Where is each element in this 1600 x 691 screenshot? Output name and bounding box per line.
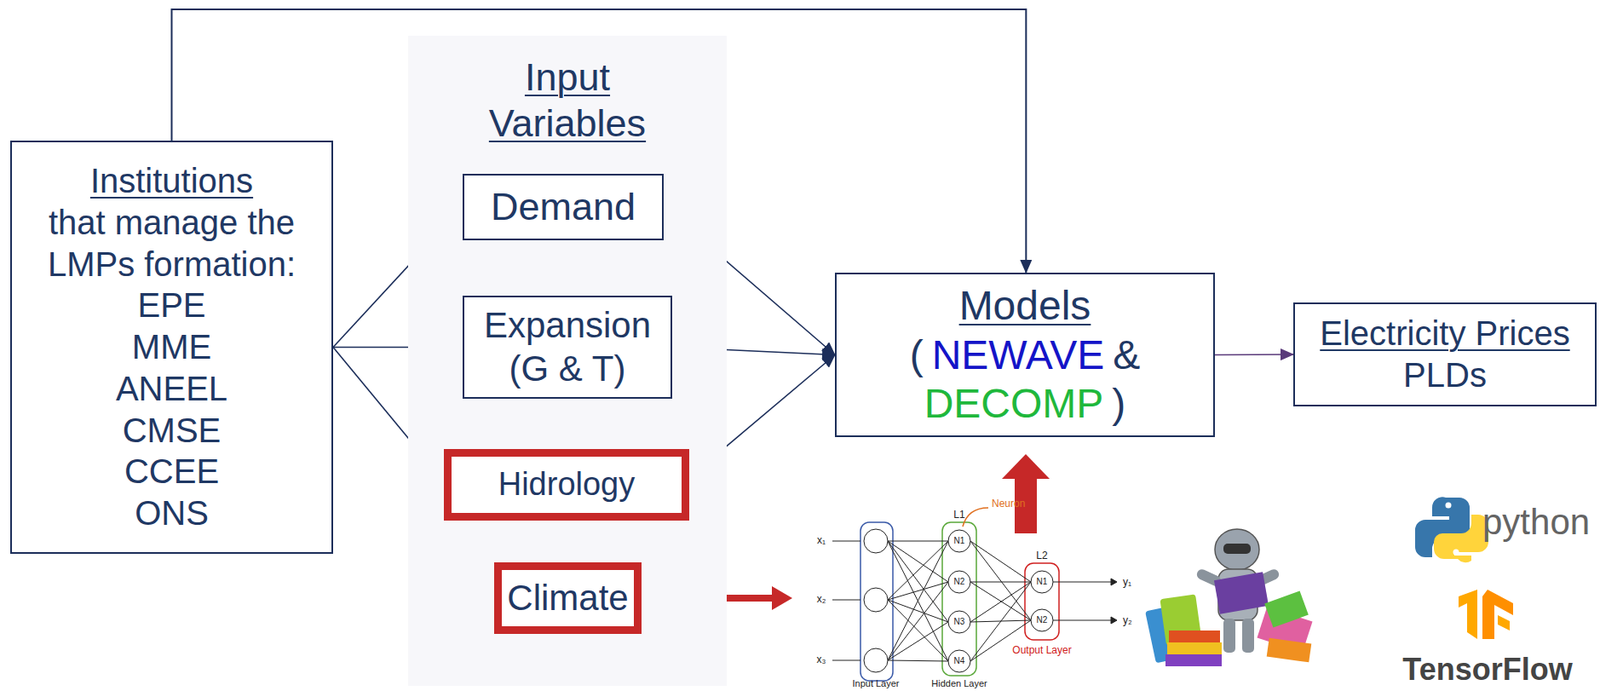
text-line: Hidrology: [498, 465, 636, 505]
text-line: CCEE: [124, 450, 219, 493]
connector-arrow: [1214, 353, 1294, 356]
illustration-label: Neuron: [991, 498, 1025, 509]
highlighted-box: Hidrology: [443, 448, 690, 521]
text-line: ANEEL: [115, 368, 228, 410]
node-text: (: [909, 332, 924, 378]
highlighted-box: Climate: [494, 562, 642, 634]
node-text: NEWAVE: [932, 332, 1106, 378]
text-line: (NEWAVE&: [909, 330, 1141, 380]
text-line: CMSE: [122, 409, 222, 452]
text-line: Institutions: [90, 160, 254, 202]
node-title: Models: [959, 282, 1092, 329]
illustration-label: python: [1482, 504, 1590, 541]
node-title: Electricity Prices: [1319, 314, 1570, 352]
node-text: EPE: [137, 286, 206, 324]
text-line: Demand: [490, 184, 636, 231]
model-box: Models(NEWAVE&DECOMP): [834, 272, 1215, 438]
node-text: ANEEL: [115, 369, 228, 408]
node-text: &: [1112, 332, 1140, 378]
illustration-label: Hidden Layer: [931, 679, 987, 689]
neural-network: [832, 507, 1117, 681]
illustration-label: y₁: [1122, 576, 1132, 588]
node-text: MME: [132, 328, 212, 366]
text-line: that manage the LMPs formation:: [20, 201, 323, 286]
illustration-label: x₁: [817, 535, 826, 546]
input-variables-group: Input VariablesDemandExpansion (G & T) Hi…: [408, 35, 727, 686]
illustration-label: y₂: [1122, 615, 1133, 626]
text-line: MME: [132, 326, 212, 369]
institutions-box: Institutionsthat manage the LMPs formati…: [10, 140, 334, 554]
node-text: CMSE: [122, 411, 222, 449]
node-text: DECOMP: [924, 380, 1105, 426]
text-line: EPE: [137, 284, 206, 327]
node-text: ONS: [134, 494, 209, 532]
illustration-label: N2: [1036, 615, 1048, 625]
illustration-label: x₃: [817, 654, 827, 665]
illustration-label: L1: [953, 509, 965, 520]
red-up-arrowhead: [1001, 454, 1050, 479]
node-title: Demand: [490, 184, 636, 229]
node-title: Institutions: [90, 161, 254, 200]
red-arrowhead: [771, 586, 793, 611]
illustration-label: x₂: [817, 593, 827, 605]
node-title: Input Variables: [489, 55, 646, 145]
node-title: Hidrology: [498, 466, 636, 502]
illustration-label: N3: [954, 617, 966, 627]
text-line: Input Variables: [465, 54, 670, 147]
illustration-label: Input Layer: [851, 679, 899, 689]
illustration-label: N4: [954, 656, 966, 666]
node-text: ): [1111, 380, 1126, 426]
process-box: Expansion (G & T): [462, 295, 673, 399]
text-line: ONS: [134, 492, 209, 535]
tensorflow-logo: [1458, 589, 1514, 639]
text-line: PLDs: [1403, 354, 1487, 397]
text-line: Electricity Prices: [1319, 312, 1570, 355]
text-line: Climate: [506, 576, 628, 620]
node-title: Expansion (G & T): [483, 305, 651, 388]
node-text: PLDs: [1403, 356, 1487, 394]
node-title: Climate: [506, 577, 628, 618]
output-box: Electricity PricesPLDs: [1293, 302, 1597, 407]
text-line: Models: [959, 281, 1092, 331]
illustration-label: L2: [1035, 550, 1048, 561]
illustration-label: Output Layer: [1012, 644, 1071, 656]
text-line: Expansion (G & T): [477, 304, 657, 391]
illustration-label: N1: [1036, 577, 1048, 587]
illustration-label: N1: [954, 536, 966, 546]
robot-illustration: [1145, 529, 1313, 667]
node-text: that manage the LMPs formation:: [47, 203, 296, 283]
node-text: CCEE: [124, 452, 219, 490]
process-box: Demand: [462, 173, 664, 241]
illustration-label: TensorFlow: [1402, 654, 1572, 685]
text-line: DECOMP): [924, 379, 1127, 429]
python-logo: [1415, 496, 1489, 563]
illustration-label: N2: [954, 577, 966, 587]
